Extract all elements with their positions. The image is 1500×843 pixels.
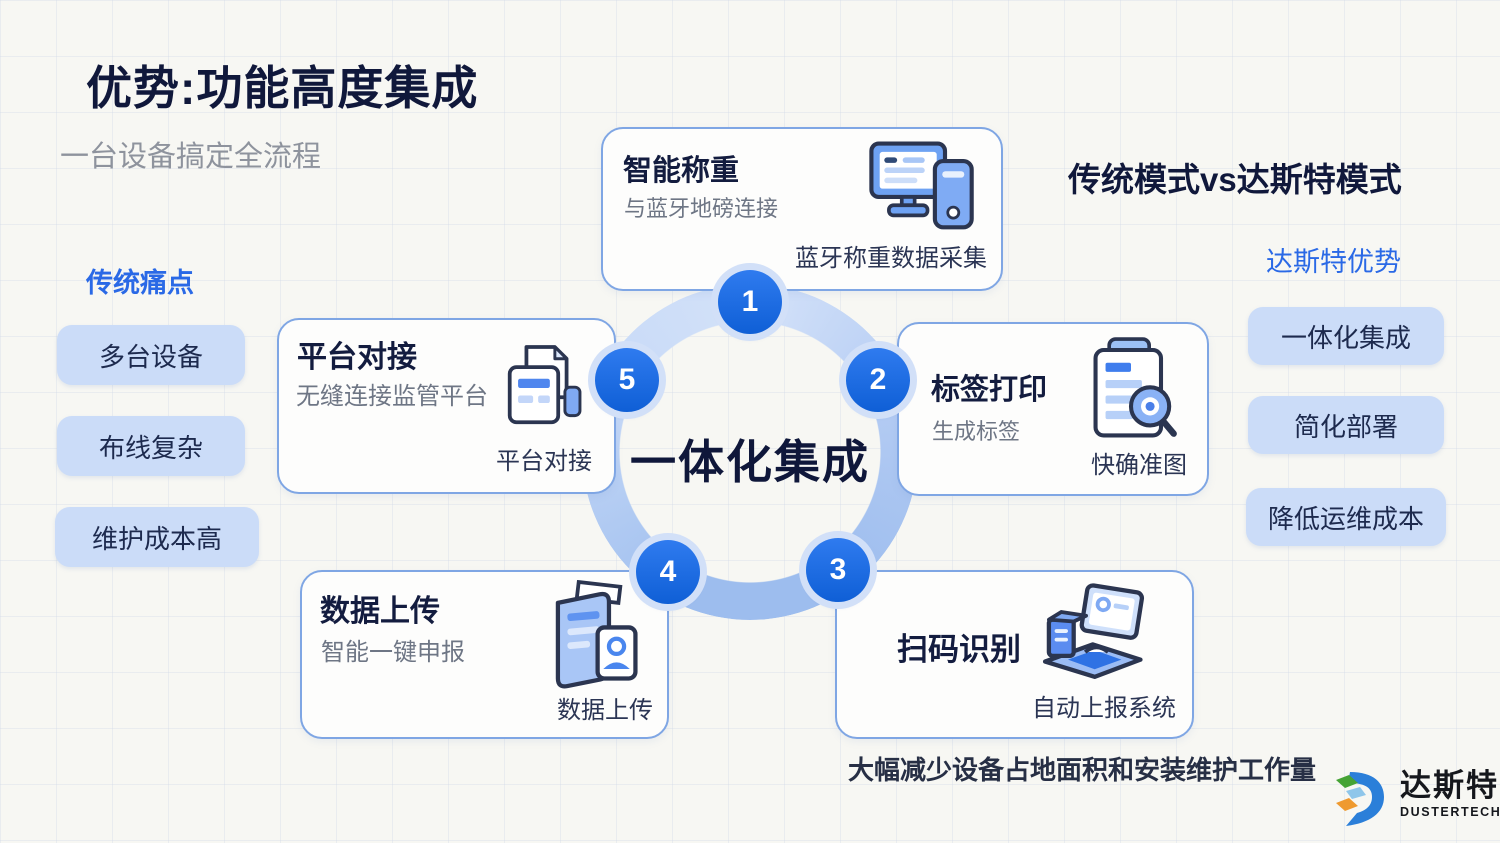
logo-name: 达斯特 [1400,768,1499,803]
advantage-pill: 降低运维成本 [1246,488,1446,546]
card-subtitle: 与蓝牙地磅连接 [624,196,779,221]
card-subtitle: 生成标签 [932,419,1021,444]
step-node-4: 4 [636,540,700,604]
step-card-data-upload: 数据上传 智能一键申报 数据上传 [300,570,669,739]
step-card-platform-connect: 平台对接 无缝连接监管平台 平台对接 [277,318,616,494]
card-caption: 平台对接 [496,448,592,475]
card-title: 扫码识别 [897,632,1021,667]
card-subtitle: 智能一键申报 [321,639,465,666]
step-card-scan-recognition: 扫码识别 自动上报系统 [835,570,1194,739]
step-node-2: 2 [846,348,910,412]
card-title: 智能称重 [623,155,740,187]
brand-logo: 达斯特 DUSTERTECH [1334,768,1500,833]
pain-point-pill: 布线复杂 [57,416,245,476]
step-node-1: 1 [718,270,782,334]
advantage-pill: 简化部署 [1248,396,1444,454]
platform-docs-icon [498,342,590,439]
step-node-3: 3 [806,538,870,602]
page-subtitle: 一台设备搞定全流程 [60,141,322,173]
advantage-pill: 一体化集成 [1248,307,1444,365]
card-subtitle: 无缝连接监管平台 [296,383,488,410]
pain-point-pill: 多台设备 [57,325,245,385]
cycle-center-label: 一体化集成 [630,436,870,488]
pain-point-pill: 维护成本高 [55,507,259,567]
label-magnifier-icon [1081,334,1181,451]
card-caption: 快确准图 [1091,452,1187,479]
dustertech-logo-icon [1334,770,1394,833]
right-panel-subheading: 达斯特优势 [1266,247,1401,277]
scan-computer-icon [1026,578,1150,691]
bottom-note: 大幅减少设备占地面积和安装维护工作量 [848,755,1317,785]
right-panel-heading: 传统模式vs达斯特模式 [1068,161,1402,198]
card-title: 数据上传 [320,595,440,628]
step-card-smart-weighing: 智能称重 与蓝牙地磅连接 蓝牙称重数据采集 [601,127,1003,291]
upload-docs-icon [539,578,643,697]
left-panel-heading: 传统痛点 [86,268,194,298]
page-title: 优势:功能高度集成 [86,62,479,114]
card-title: 标签打印 [931,374,1048,406]
step-node-5: 5 [595,348,659,412]
card-title: 平台对接 [297,341,417,374]
logo-subtext: DUSTERTECH [1400,804,1500,819]
card-caption: 数据上传 [557,697,653,724]
card-caption: 蓝牙称重数据采集 [795,245,987,272]
card-caption: 自动上报系统 [1032,695,1176,722]
monitor-tower-icon [865,139,979,236]
step-card-label-printing: 标签打印 生成标签 快确准图 [897,322,1209,496]
